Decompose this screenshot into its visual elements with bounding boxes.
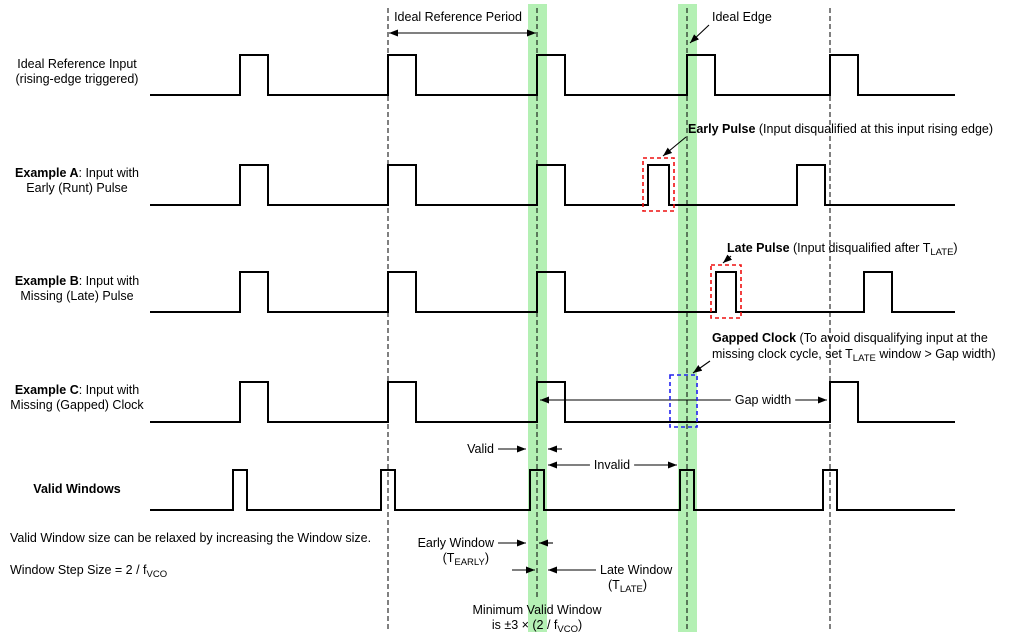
invalid-label: Invalid (594, 458, 630, 472)
row-label-example-b-line2: Missing (Late) Pulse (20, 289, 133, 303)
row-label-valid-windows: Valid Windows (33, 482, 120, 496)
waveform-valid-windows (150, 469, 955, 511)
late-pulse-box (710, 264, 742, 319)
gap-width-label-bg (730, 392, 796, 408)
row-label-example-a-line2: Early (Runt) Pulse (26, 181, 127, 195)
ideal-edge-arrow (689, 24, 710, 44)
green-highlight-bands (528, 4, 697, 632)
waveform-example-a-early-runt-pulse (150, 164, 955, 206)
waveform-ideal-reference-input (150, 54, 955, 96)
early-window-label-line2: (TEARLY) (443, 551, 489, 568)
gapped-clock-arrow (692, 360, 711, 374)
waveform-example-b-missing-late-pulse (150, 271, 955, 313)
late-window-label-line2: (TLATE) (608, 578, 647, 595)
ideal-edge-band (678, 4, 697, 632)
waveforms (150, 54, 955, 511)
valid-label: Valid (467, 442, 494, 456)
gap-width-label: Gap width (735, 393, 791, 407)
ideal-reference-period-label: Ideal Reference Period (394, 10, 522, 24)
relax-note: Valid Window size can be relaxed by incr… (10, 531, 371, 545)
row-label-example-b-line1: Example B: Input with (15, 274, 139, 288)
row-label-example-c-line1: Example C: Input with (15, 383, 139, 397)
early-pulse-note: Early Pulse (Input disqualified at this … (688, 122, 993, 136)
early-pulse-box (642, 157, 675, 212)
early-pulse-arrow (662, 136, 687, 157)
ideal-edge-band (528, 4, 547, 632)
window-step-size-note: Window Step Size = 2 / fVCO (10, 563, 167, 580)
late-pulse-arrow (722, 254, 733, 264)
late-pulse-note: Late Pulse (Input disqualified after TLA… (727, 241, 958, 258)
min-valid-window-line2: is ±3 × (2 / fVCO) (492, 618, 582, 635)
ideal-edge-label: Ideal Edge (712, 10, 772, 24)
gapped-clock-note-line2: missing clock cycle, set TLATE window > … (712, 347, 996, 364)
row-label-example-c-line2: Missing (Gapped) Clock (10, 398, 144, 412)
waveform-example-c-missing-gapped-clock (150, 381, 955, 423)
min-valid-window-line1: Minimum Valid Window (473, 603, 603, 617)
highlight-boxes (642, 157, 742, 428)
late-window-label-line1: Late Window (600, 563, 673, 577)
gapped-clock-note-line1: Gapped Clock (To avoid disqualifying inp… (712, 331, 988, 345)
gapped-clock-box (669, 374, 698, 428)
annotation-arrows (389, 24, 827, 574)
row-label-ideal-reference-line2: (rising-edge triggered) (16, 72, 139, 86)
row-label-ideal-reference-line1: Ideal Reference Input (17, 57, 137, 71)
row-label-example-a-line1: Example A: Input with (15, 166, 139, 180)
early-window-label-line1: Early Window (418, 536, 495, 550)
invalid-label-bg (589, 457, 635, 473)
